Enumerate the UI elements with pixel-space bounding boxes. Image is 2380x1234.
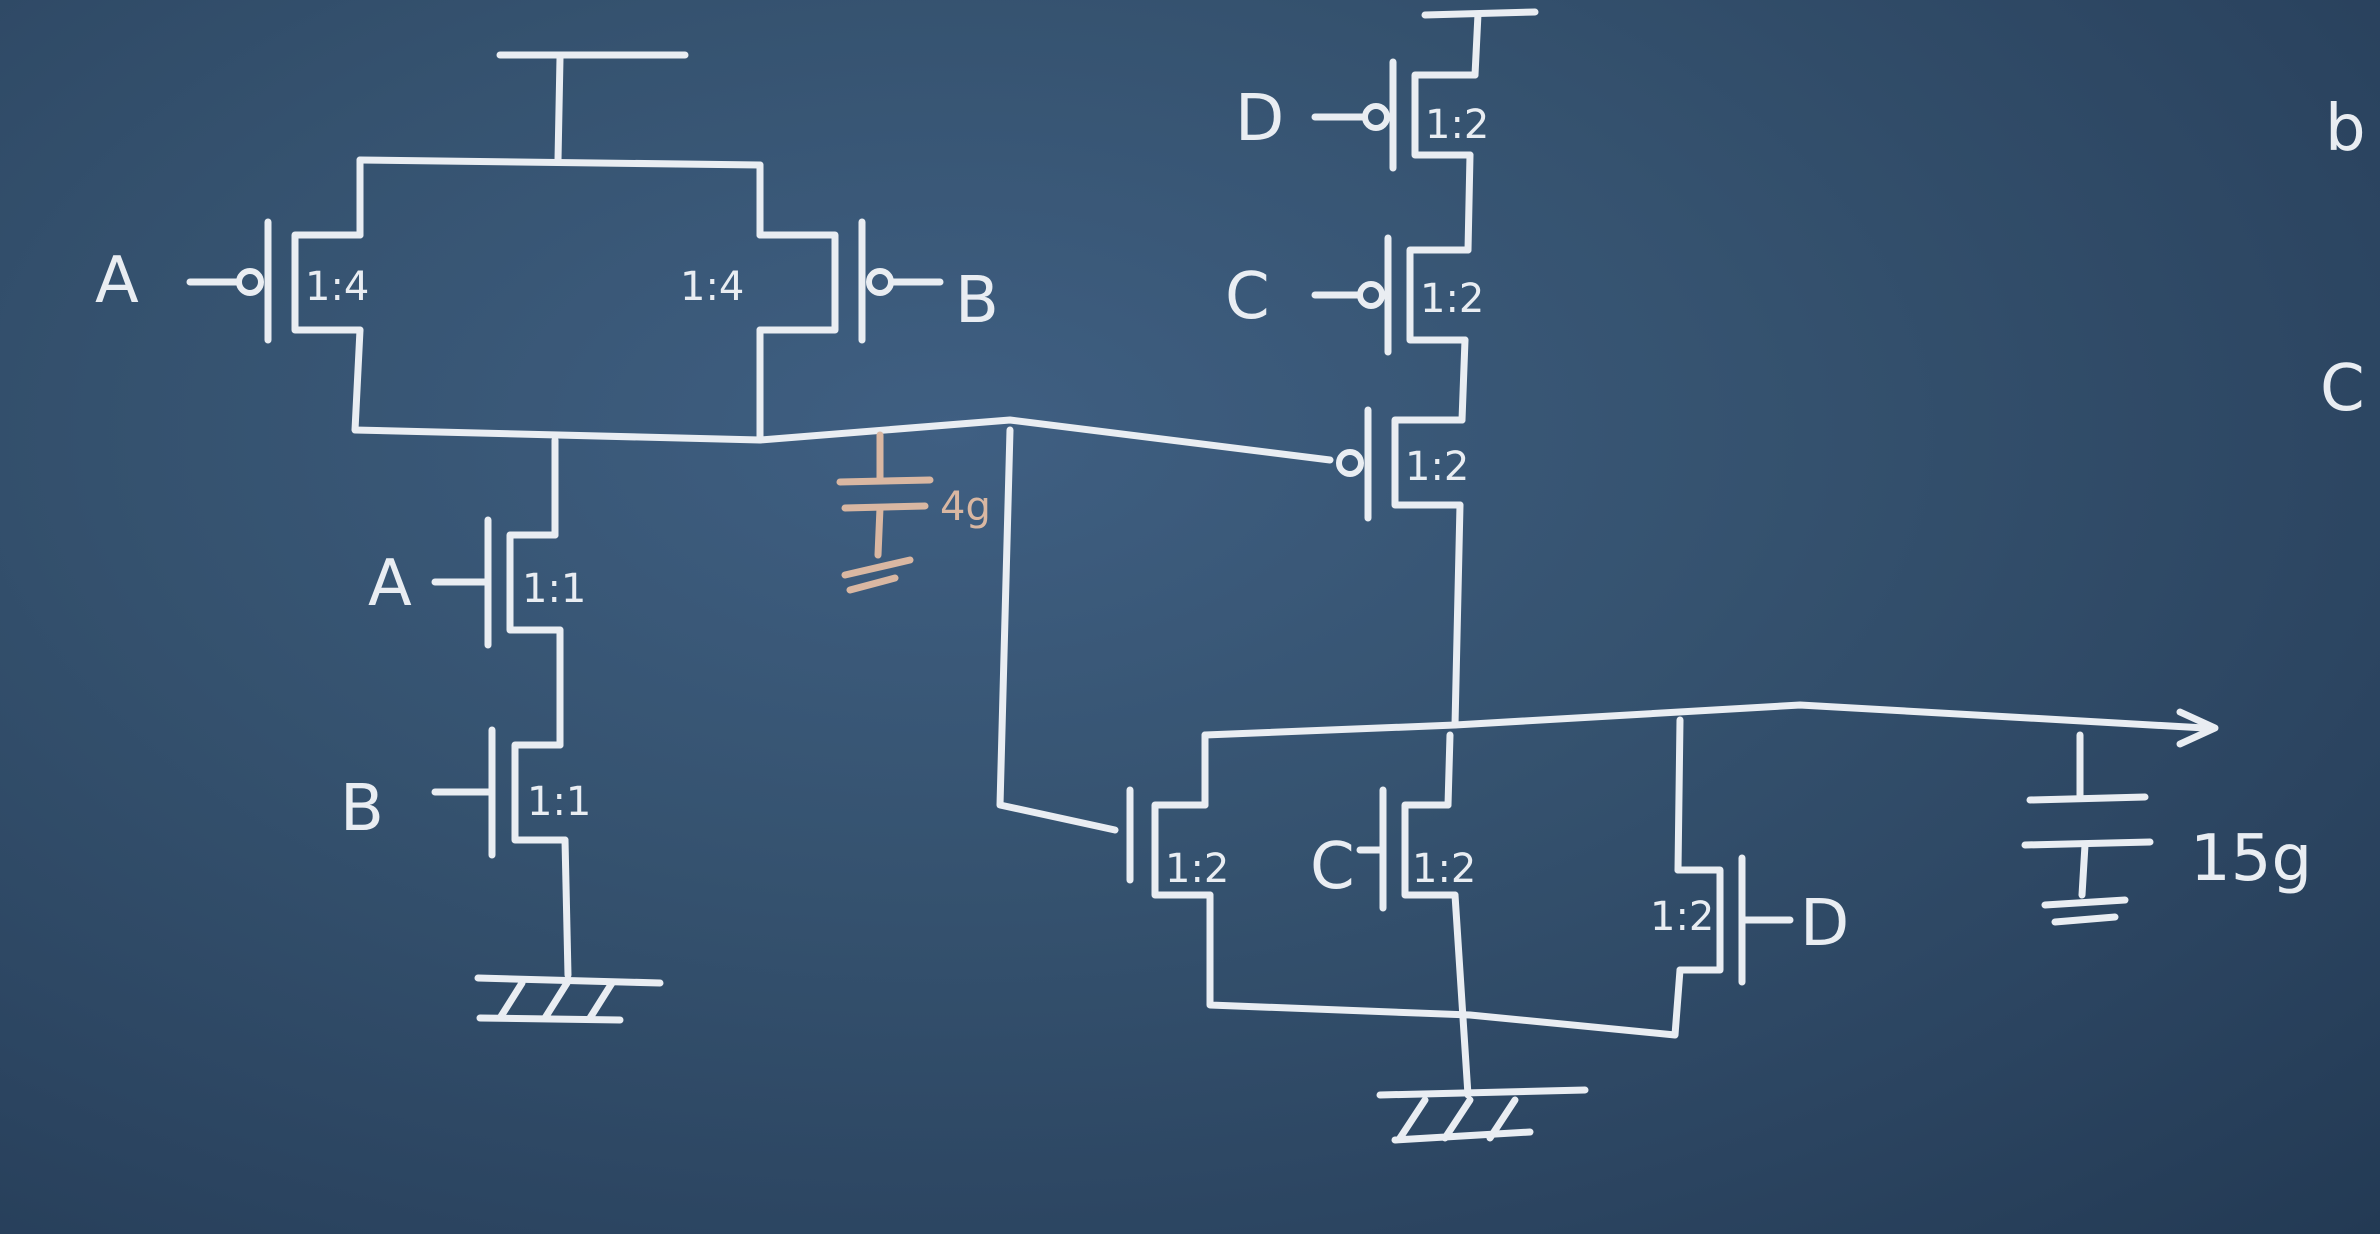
output-cap-value: 15g bbox=[2190, 822, 2312, 896]
nmos-c bbox=[1356, 786, 1459, 912]
left-ground-symbol bbox=[474, 974, 664, 1024]
right-vdd-supply bbox=[1421, 8, 1539, 79]
pmos-b-gate-label: B bbox=[955, 264, 999, 338]
intermediate-node-wire bbox=[756, 416, 1334, 834]
right-ground-symbol bbox=[1376, 1086, 1589, 1144]
left-vdd-supply bbox=[496, 51, 689, 164]
output-load-capacitor bbox=[2021, 731, 2154, 926]
edge-letter-top: b bbox=[2325, 92, 2366, 166]
nmos-c-gate-label: C bbox=[1310, 830, 1355, 904]
pmos-d-ratio: 1:2 bbox=[1425, 102, 1489, 148]
nmos-intermediate-ratio: 1:2 bbox=[1165, 846, 1229, 892]
nmos-d bbox=[1674, 854, 1794, 986]
nmos-a-ratio: 1:1 bbox=[522, 566, 586, 612]
pmos-a-ratio: 1:4 bbox=[305, 264, 369, 310]
internal-cap-value: 4g bbox=[940, 484, 991, 530]
nmos-b bbox=[431, 726, 569, 859]
left-pullup-wires bbox=[351, 156, 764, 444]
pmos-stack-wire-2 bbox=[1458, 336, 1469, 424]
pullup-to-output-wire bbox=[1451, 501, 1464, 729]
pmos-stack-wire-1 bbox=[1464, 151, 1474, 254]
nmos-a bbox=[431, 516, 564, 649]
edge-letter-middle: C bbox=[2320, 352, 2365, 426]
nmos-intermediate-gate bbox=[1126, 786, 1214, 899]
pmos-b-right bbox=[756, 218, 944, 344]
left-pulldown-wires bbox=[551, 436, 572, 979]
pmos-a-gate-label: A bbox=[95, 244, 139, 318]
pmos-intermediate-gate bbox=[1336, 406, 1466, 522]
pmos-c-ratio: 1:2 bbox=[1420, 276, 1484, 322]
pmos-b-ratio: 1:4 bbox=[680, 264, 744, 310]
nmos-b-gate-label: B bbox=[340, 772, 384, 846]
pmos-c-gate-label: C bbox=[1225, 260, 1270, 334]
nmos-b-ratio: 1:1 bbox=[527, 779, 591, 825]
pmos-c-stack bbox=[1311, 234, 1472, 356]
right-pulldown-wires bbox=[1201, 716, 1684, 1099]
nmos-c-ratio: 1:2 bbox=[1412, 846, 1476, 892]
nmos-d-gate-label: D bbox=[1800, 887, 1849, 961]
internal-load-capacitor bbox=[836, 431, 934, 594]
nmos-d-ratio: 1:2 bbox=[1650, 894, 1714, 940]
pmos-intermediate-ratio: 1:2 bbox=[1405, 444, 1469, 490]
nmos-a-gate-label: A bbox=[368, 547, 412, 621]
pmos-d-stack bbox=[1311, 58, 1479, 172]
output-node-wire bbox=[1201, 701, 2219, 748]
pmos-d-gate-label: D bbox=[1235, 82, 1284, 156]
pmos-a-left bbox=[186, 218, 364, 344]
